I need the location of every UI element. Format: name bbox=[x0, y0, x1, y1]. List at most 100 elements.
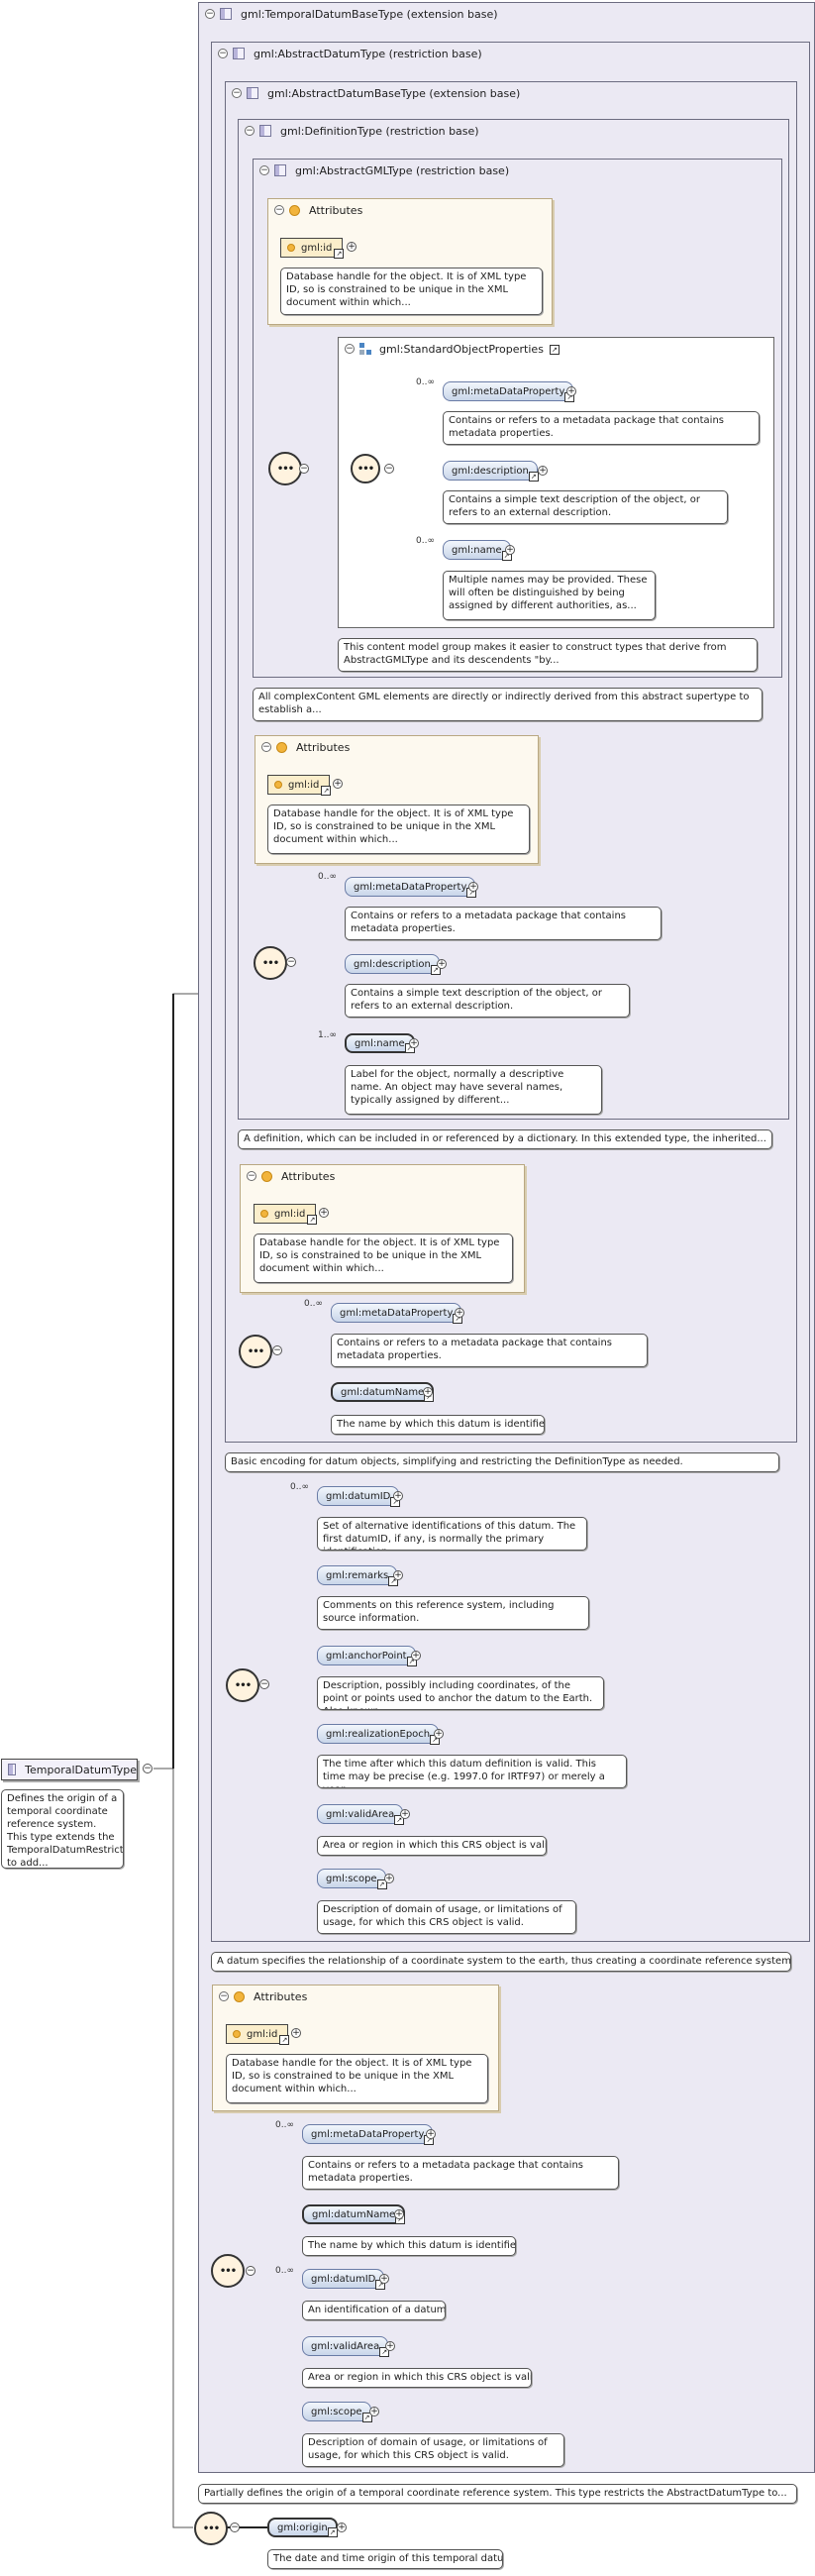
link-icon[interactable]: ↗ bbox=[430, 965, 441, 975]
expand-icon[interactable]: + bbox=[319, 1208, 329, 1218]
link-icon[interactable]: ↗ bbox=[279, 2035, 290, 2045]
link-icon[interactable]: ↗ bbox=[549, 345, 560, 355]
expand-icon[interactable]: + bbox=[409, 1038, 419, 1048]
expand-icon[interactable]: + bbox=[400, 1809, 410, 1819]
element-origin[interactable]: gml:origin↗ bbox=[267, 2518, 338, 2537]
element-metadata-property[interactable]: gml:metaDataProperty↗ bbox=[345, 877, 477, 898]
collapse-toggle[interactable]: − bbox=[259, 1679, 269, 1689]
expand-icon[interactable]: + bbox=[505, 545, 515, 555]
definition-type-note: A definition, which can be included in o… bbox=[238, 1129, 772, 1149]
collapse-toggle[interactable]: − bbox=[286, 957, 296, 967]
collapse-toggle[interactable]: − bbox=[232, 87, 242, 98]
gml-id-attribute[interactable]: gml:id↗ bbox=[267, 775, 332, 796]
expand-icon[interactable]: + bbox=[437, 959, 447, 969]
cardinality: 0..∞ bbox=[275, 2120, 294, 2130]
group-title: gml:StandardObjectProperties bbox=[379, 342, 544, 356]
element-scope[interactable]: gml:scope↗ bbox=[302, 2402, 372, 2422]
gml-id-attribute[interactable]: gml:id↗ bbox=[226, 2024, 290, 2045]
collapse-toggle[interactable]: − bbox=[261, 741, 271, 752]
collapse-toggle[interactable]: − bbox=[299, 464, 309, 474]
collapse-toggle[interactable]: − bbox=[274, 204, 284, 215]
expand-icon[interactable]: + bbox=[337, 2522, 347, 2532]
standard-object-properties-note: This content model group makes it easier… bbox=[338, 638, 758, 672]
link-icon[interactable]: ↗ bbox=[361, 2413, 372, 2422]
collapse-toggle[interactable]: − bbox=[219, 1990, 229, 2001]
collapse-toggle[interactable]: − bbox=[230, 2522, 240, 2532]
sequence-icon: ••• bbox=[351, 454, 380, 483]
collapse-toggle[interactable]: − bbox=[345, 343, 355, 354]
expand-icon[interactable]: + bbox=[384, 1874, 394, 1883]
link-icon[interactable]: ↗ bbox=[321, 786, 332, 796]
expand-icon[interactable]: + bbox=[291, 2028, 301, 2038]
root-collapse-toggle[interactable]: − bbox=[143, 1764, 153, 1773]
expand-icon[interactable]: + bbox=[538, 466, 548, 476]
expand-icon[interactable]: + bbox=[347, 242, 357, 252]
element-datum-id[interactable]: gml:datumID↗ bbox=[317, 1486, 401, 1507]
element-label: gml:metaDataProperty bbox=[452, 385, 565, 397]
element-description[interactable]: gml:description↗ bbox=[443, 461, 539, 482]
expand-icon[interactable]: + bbox=[393, 1491, 403, 1501]
element-label: gml:remarks bbox=[326, 1569, 389, 1581]
element-label: gml:datumID bbox=[326, 1490, 391, 1502]
complex-type-icon bbox=[259, 125, 271, 137]
expand-icon[interactable]: + bbox=[566, 386, 576, 396]
collapse-toggle[interactable]: − bbox=[384, 464, 394, 474]
link-icon[interactable]: ↗ bbox=[528, 472, 539, 482]
collapse-toggle[interactable]: − bbox=[246, 2266, 255, 2276]
link-icon[interactable]: ↗ bbox=[394, 1815, 405, 1825]
gml-id-attribute[interactable]: gml:id↗ bbox=[254, 1204, 318, 1225]
element-label: gml:validArea bbox=[326, 1808, 395, 1820]
collapse-toggle[interactable]: − bbox=[247, 1170, 256, 1181]
element-remarks[interactable]: gml:remarks↗ bbox=[317, 1565, 399, 1586]
anchor-point-note: Description, possibly including coordina… bbox=[317, 1676, 604, 1710]
element-datum-id[interactable]: gml:datumID↗ bbox=[302, 2269, 386, 2290]
attribute-label: gml:id bbox=[288, 779, 320, 791]
gml-id-attribute[interactable]: gml:id↗ bbox=[280, 238, 345, 259]
attributes-label: Attributes bbox=[309, 203, 363, 217]
expand-icon[interactable]: + bbox=[393, 1570, 403, 1580]
expand-icon[interactable]: + bbox=[394, 2209, 404, 2219]
sequence-icon: ••• bbox=[239, 1335, 272, 1368]
element-metadata-property[interactable]: gml:metaDataProperty↗ bbox=[443, 381, 575, 402]
element-datum-name[interactable]: gml:datumName↗ bbox=[302, 2204, 406, 2224]
expand-icon[interactable]: + bbox=[434, 1729, 444, 1739]
expand-icon[interactable]: + bbox=[333, 779, 343, 789]
complex-type-icon bbox=[274, 164, 286, 176]
collapse-toggle[interactable]: − bbox=[205, 8, 215, 19]
element-realization-epoch[interactable]: gml:realizationEpoch↗ bbox=[317, 1724, 441, 1745]
expand-icon[interactable]: + bbox=[426, 2129, 436, 2139]
element-name[interactable]: gml:name↗ bbox=[345, 1033, 415, 1053]
cardinality: 0..∞ bbox=[275, 2266, 294, 2276]
element-datum-name[interactable]: gml:datumName↗ bbox=[331, 1382, 435, 1402]
expand-icon[interactable]: + bbox=[455, 1308, 464, 1318]
root-element[interactable]: TemporalDatumType bbox=[1, 1759, 138, 1780]
attribute-icon bbox=[289, 204, 300, 216]
expand-icon[interactable]: + bbox=[385, 2341, 395, 2351]
collapse-toggle[interactable]: − bbox=[245, 125, 255, 136]
expand-icon[interactable]: + bbox=[379, 2274, 389, 2284]
element-metadata-property[interactable]: gml:metaDataProperty↗ bbox=[331, 1303, 463, 1324]
collapse-toggle[interactable]: − bbox=[218, 48, 228, 58]
link-icon[interactable]: ↗ bbox=[379, 2347, 390, 2357]
expand-icon[interactable]: + bbox=[369, 2407, 379, 2416]
collapse-toggle[interactable]: − bbox=[259, 164, 269, 175]
element-valid-area[interactable]: gml:validArea↗ bbox=[302, 2336, 390, 2357]
element-valid-area[interactable]: gml:validArea↗ bbox=[317, 1804, 405, 1825]
element-label: gml:origin bbox=[277, 2522, 328, 2533]
element-label: gml:metaDataProperty bbox=[311, 2128, 425, 2140]
cardinality: 1..∞ bbox=[318, 1030, 337, 1040]
collapse-toggle[interactable]: − bbox=[272, 1345, 282, 1355]
link-icon[interactable]: ↗ bbox=[307, 1215, 318, 1225]
element-scope[interactable]: gml:scope↗ bbox=[317, 1869, 387, 1889]
expand-icon[interactable]: + bbox=[411, 1651, 421, 1661]
expand-icon[interactable]: + bbox=[423, 1387, 433, 1397]
element-description[interactable]: gml:description↗ bbox=[345, 954, 441, 975]
link-icon[interactable]: ↗ bbox=[327, 2527, 338, 2537]
complex-type-icon bbox=[247, 87, 258, 99]
link-icon[interactable]: ↗ bbox=[376, 1879, 387, 1889]
link-icon[interactable]: ↗ bbox=[334, 249, 345, 259]
element-anchor-point[interactable]: gml:anchorPoint↗ bbox=[317, 1646, 417, 1666]
expand-icon[interactable]: + bbox=[468, 882, 478, 892]
element-metadata-property[interactable]: gml:metaDataProperty↗ bbox=[302, 2124, 435, 2145]
element-name[interactable]: gml:name↗ bbox=[443, 540, 512, 561]
